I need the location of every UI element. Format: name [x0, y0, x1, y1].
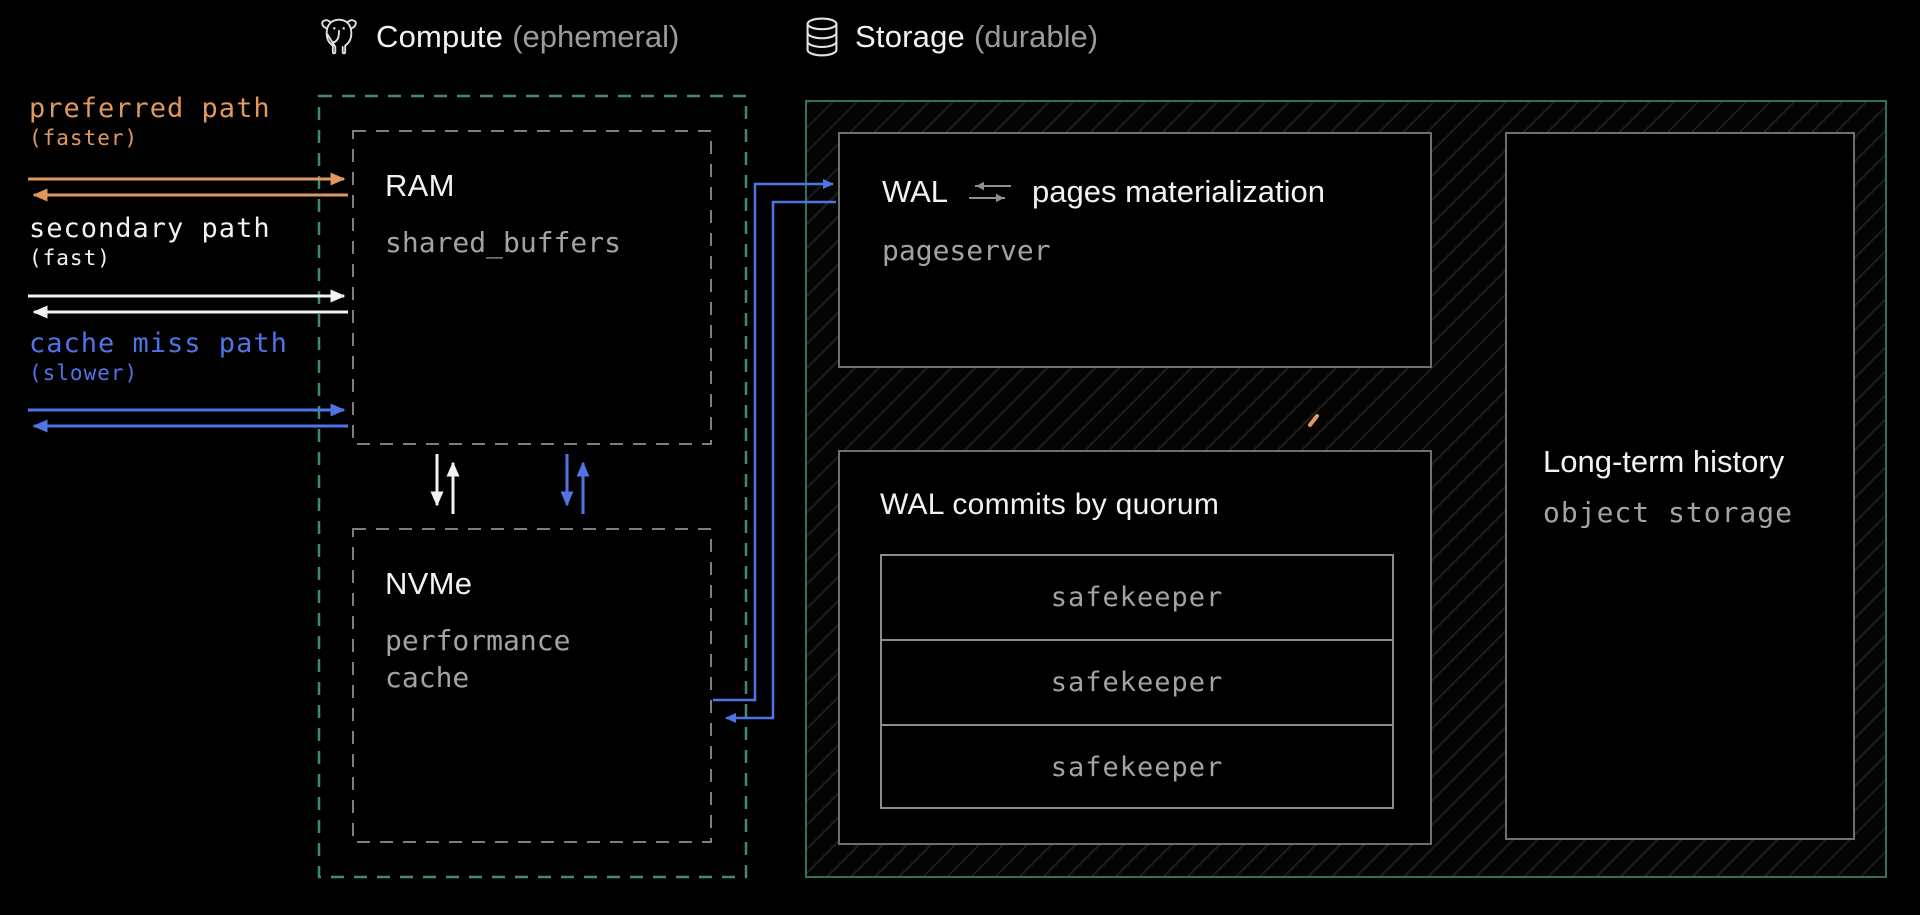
ram-nvme-white-arrows	[430, 454, 460, 514]
safekeeper-node-1: safekeeper	[882, 556, 1392, 641]
ram-box: RAM shared_buffers	[352, 130, 712, 445]
cache-miss-path-arrows	[28, 403, 348, 433]
safekeeper-node-2: safekeeper	[882, 641, 1392, 726]
compute-header-qualifier: (ephemeral)	[512, 19, 680, 54]
legend-secondary-qualifier: (fast)	[29, 246, 111, 270]
pages-materialization-label: pages materialization	[1032, 174, 1325, 209]
ram-subtitle: shared_buffers	[385, 226, 622, 259]
secondary-path-arrows	[28, 289, 348, 319]
legend-preferred-qualifier: (faster)	[29, 126, 139, 150]
pageserver-title: WAL pages materialization	[882, 174, 1430, 210]
legend-cache-miss-path: cache miss path (slower)	[29, 328, 288, 387]
safekeeper-stack: safekeeper safekeeper safekeeper	[880, 554, 1394, 809]
legend-secondary-label: secondary path	[29, 213, 271, 244]
compute-header: Compute(ephemeral)	[316, 12, 679, 62]
storage-header: Storage(durable)	[803, 12, 1098, 62]
legend-secondary-path: secondary path (fast)	[29, 213, 271, 272]
pageserver-subtitle: pageserver	[882, 234, 1051, 267]
legend-preferred-label: preferred path	[29, 93, 271, 124]
long-term-history-subtitle: object storage	[1543, 495, 1794, 529]
swap-arrows-icon	[969, 181, 1012, 203]
compute-header-label: Compute	[376, 19, 504, 54]
nvme-title: NVMe	[385, 566, 473, 601]
storage-header-qualifier: (durable)	[973, 19, 1099, 54]
ram-nvme-blue-arrows	[560, 454, 590, 514]
legend-cache-miss-qualifier: (slower)	[29, 361, 139, 385]
preferred-path-arrows	[28, 172, 348, 202]
quorum-title: WAL commits by quorum	[880, 488, 1220, 521]
legend-cache-miss-label: cache miss path	[29, 328, 288, 359]
long-term-history-box: Long-term history object storage	[1505, 132, 1855, 840]
pageserver-box: WAL pages materialization pageserver	[838, 132, 1432, 368]
postgres-elephant-icon	[321, 18, 357, 55]
legend-preferred-path: preferred path (faster)	[29, 93, 271, 152]
storage-container: WAL pages materialization pageserver WAL…	[805, 100, 1887, 878]
ram-title: RAM	[385, 168, 455, 203]
wal-label: WAL	[882, 174, 949, 209]
long-term-history-title: Long-term history	[1543, 443, 1785, 479]
database-cylinder-icon	[806, 17, 838, 57]
safekeeper-node-3: safekeeper	[1050, 752, 1224, 783]
storage-header-label: Storage	[855, 19, 965, 54]
quorum-box: WAL commits by quorum safekeeper safekee…	[838, 450, 1432, 845]
